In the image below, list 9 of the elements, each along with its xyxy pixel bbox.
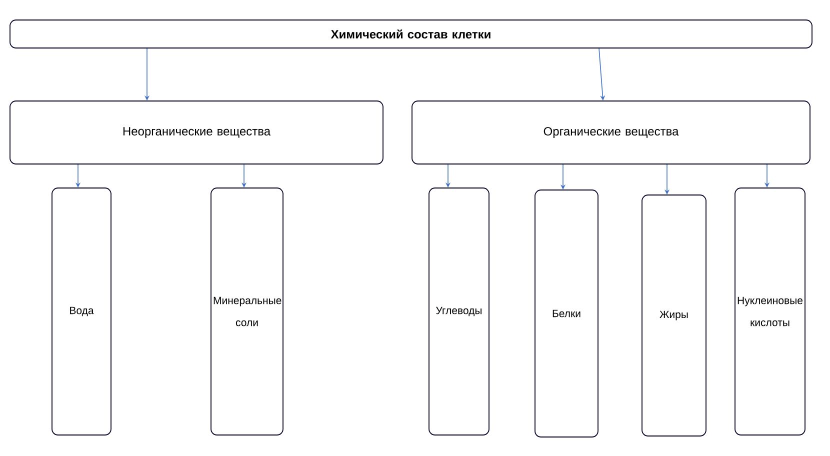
component-box: Жиры xyxy=(642,194,706,436)
category-box: Неорганические вещества xyxy=(10,100,384,164)
component-box: Белки xyxy=(534,190,598,438)
component-box: Углеводы xyxy=(428,188,490,436)
component-box: Вода xyxy=(52,188,112,436)
component-box: Минеральные соли xyxy=(210,188,284,436)
component-box: Нуклеиновые кислоты xyxy=(734,188,806,436)
title-box: Химический состав клетки xyxy=(10,20,812,48)
category-box: Органические вещества xyxy=(412,100,810,164)
